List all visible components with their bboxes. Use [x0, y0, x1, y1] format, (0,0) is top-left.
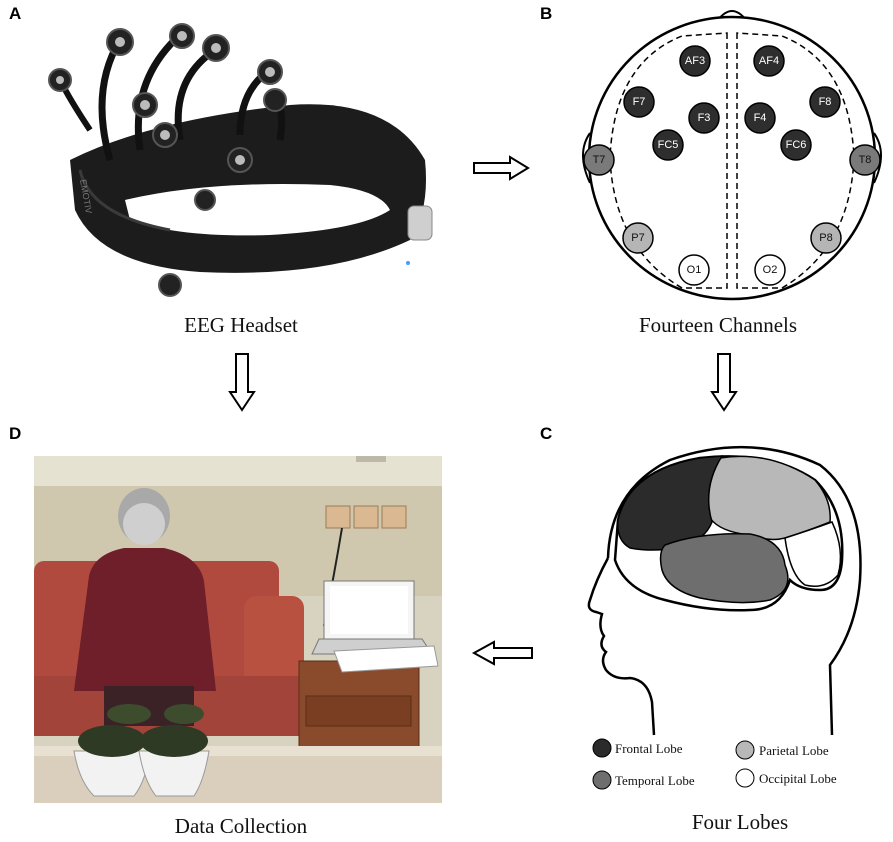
electrode-fc6: [780, 129, 812, 161]
electrode-label-fc5: FC5: [658, 139, 679, 151]
electrode-label-af3: AF3: [685, 55, 705, 67]
legend-label-occipital: Occipital Lobe: [759, 771, 837, 786]
electrode-label-f7: F7: [633, 96, 646, 108]
electrode-o1: [678, 254, 710, 286]
panel-letter-b: B: [540, 4, 553, 23]
eeg-headset-illustration: EMOTIV: [48, 23, 433, 297]
panel-letter-d: D: [9, 424, 22, 443]
caption-four-lobes: Four Lobes: [691, 810, 789, 834]
arrow-down-icon: [228, 353, 256, 412]
electrode-t8: [849, 144, 881, 176]
electrode-af3: [679, 45, 711, 77]
electrode-p8: [810, 222, 842, 254]
electrode-f3: [688, 102, 720, 134]
electrode-f4: [744, 102, 776, 134]
electrode-label-p7: P7: [631, 232, 644, 244]
arrow-down-icon: [710, 353, 738, 412]
electrode-label-af4: AF4: [759, 55, 779, 67]
electrode-p7: [622, 222, 654, 254]
electrode-label-o1: O1: [687, 264, 702, 276]
electrode-label-o2: O2: [763, 264, 778, 276]
brain-lobes-diagram: [587, 445, 862, 736]
electrode-label-f4: F4: [754, 112, 767, 124]
arrow-left-icon: [471, 640, 533, 666]
electrode-label-t7: T7: [593, 154, 606, 166]
electrode-o2: [754, 254, 786, 286]
electrode-label-t8: T8: [859, 154, 872, 166]
panel-letter-c: C: [540, 424, 553, 443]
data-collection-photo: [34, 456, 442, 803]
caption-eeg-headset: EEG Headset: [184, 313, 298, 337]
legend-label-temporal: Temporal Lobe: [615, 773, 695, 788]
panel-letter-a: A: [9, 4, 22, 23]
lobe-legend: Frontal Lobe Parietal Lobe Temporal Lobe…: [592, 738, 837, 790]
caption-data-collection: Data Collection: [174, 814, 308, 838]
arrow-right-icon: [473, 155, 530, 181]
electrode-label-f3: F3: [698, 112, 711, 124]
legend-label-parietal: Parietal Lobe: [759, 743, 829, 758]
legend-swatch-frontal: [592, 738, 612, 758]
electrode-fc5: [652, 129, 684, 161]
electrode-t7: [583, 144, 615, 176]
electrode-label-p8: P8: [819, 232, 832, 244]
electrode-label-f8: F8: [819, 96, 832, 108]
legend-label-frontal: Frontal Lobe: [615, 741, 683, 756]
electrode-label-fc6: FC6: [786, 139, 807, 151]
caption-fourteen-channels: Fourteen Channels: [638, 313, 798, 337]
legend-swatch-temporal: [592, 770, 612, 790]
electrode-f7: [623, 86, 655, 118]
electrode-f8: [809, 86, 841, 118]
electrode-af4: [753, 45, 785, 77]
legend-swatch-parietal: [735, 740, 755, 760]
legend-swatch-occipital: [735, 768, 755, 788]
